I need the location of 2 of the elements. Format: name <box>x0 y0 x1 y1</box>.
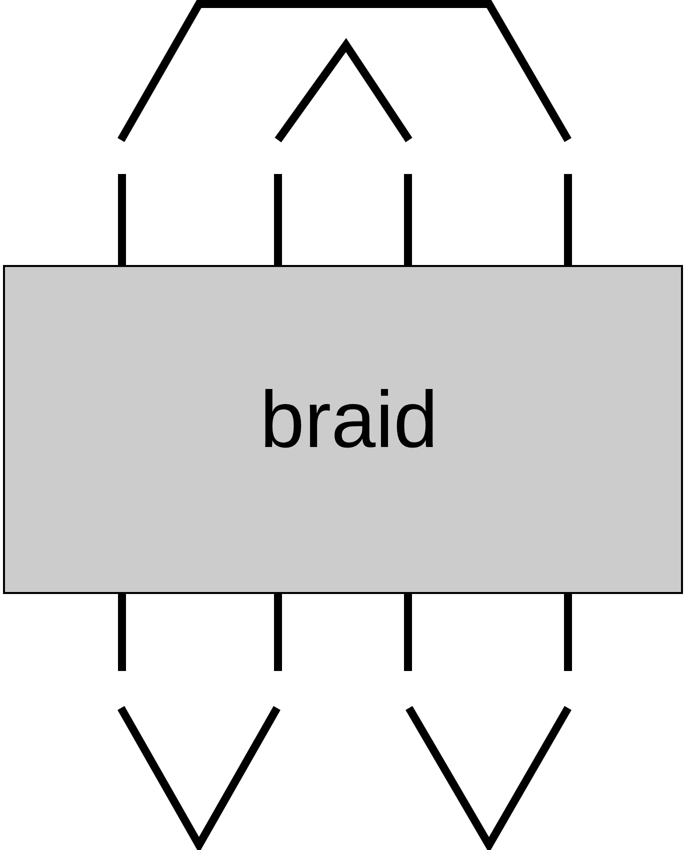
labeled-box <box>3 265 683 594</box>
box-label: braid <box>260 380 438 460</box>
